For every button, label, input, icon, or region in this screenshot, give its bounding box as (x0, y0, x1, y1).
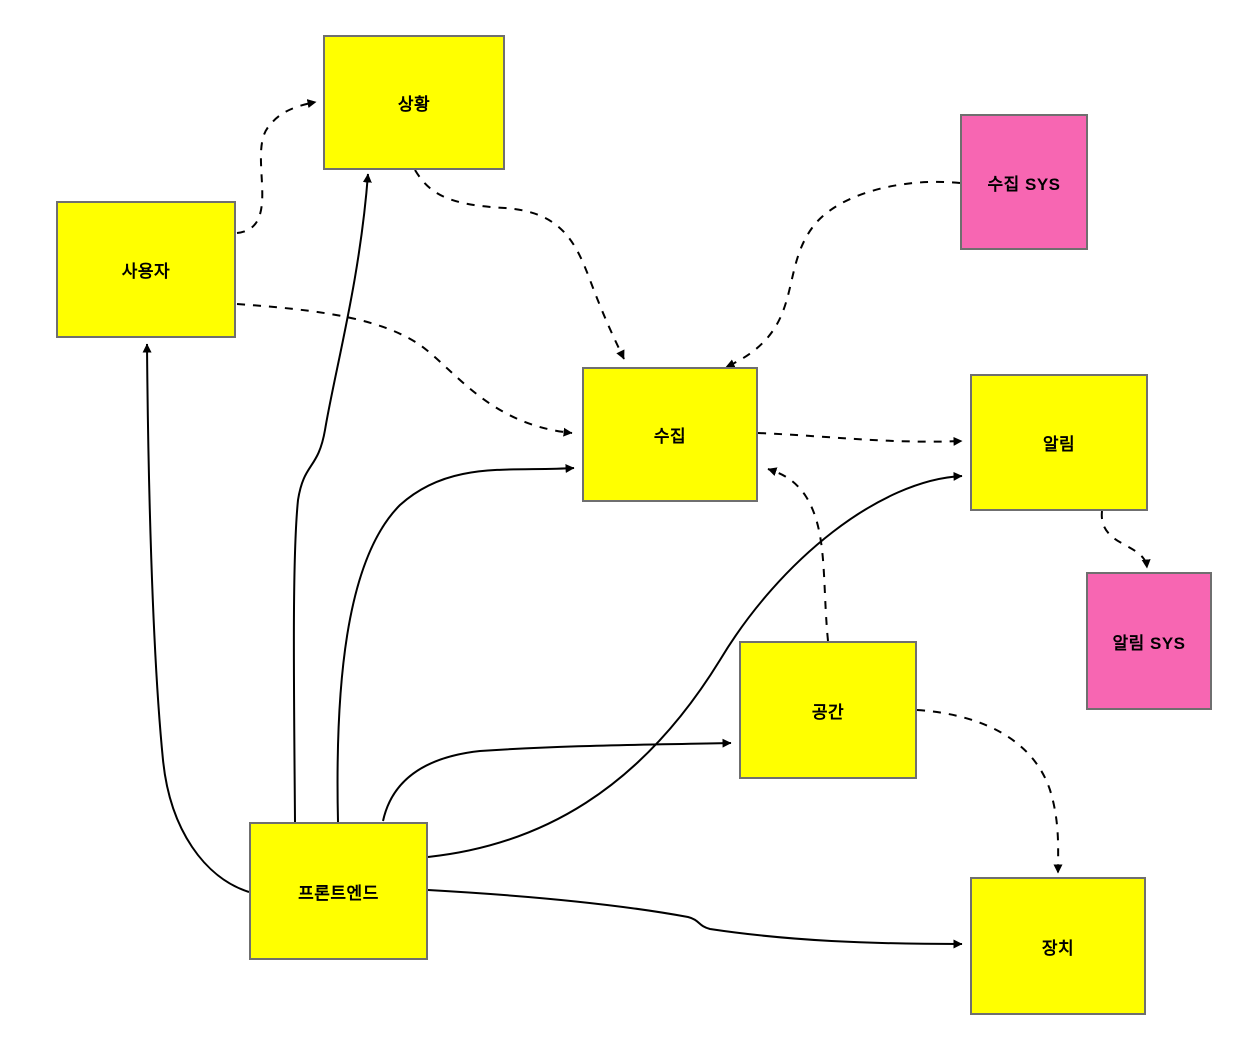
node-user-label: 사용자 (121, 262, 171, 281)
node-device: 장치 (970, 877, 1146, 1015)
node-collect: 수집 (582, 367, 758, 502)
node-user: 사용자 (56, 201, 236, 338)
node-space-label: 공간 (811, 702, 845, 722)
node-space: 공간 (739, 641, 917, 779)
node-collect-sys-label: 수집 SYS (987, 174, 1061, 194)
edge-collect-to-alert (757, 432, 963, 446)
edge-space-to-collect (767, 467, 829, 642)
edge-frontend-to-collect (336, 464, 575, 823)
node-alert: 알림 (970, 374, 1148, 511)
edge-frontend-to-device (427, 889, 963, 949)
edge-user-to-collect (236, 303, 573, 437)
edge-frontend-to-alert (427, 471, 963, 858)
edge-space-to-device (916, 709, 1063, 874)
edge-situation-to-collect (414, 169, 625, 360)
node-situation: 상황 (323, 35, 505, 170)
node-collect-sys: 수집 SYS (960, 114, 1088, 250)
edge-user-to-situation (236, 99, 317, 234)
node-frontend-label: 프론트엔드 (298, 883, 379, 903)
node-alert-sys: 알림 SYS (1086, 572, 1212, 710)
edge-frontend-to-user (142, 343, 250, 893)
node-situation-label: 상황 (397, 95, 431, 114)
edge-collect-sys-to-collect (725, 180, 961, 368)
edge-frontend-to-space (382, 738, 732, 822)
node-collect-label: 수집 (653, 427, 687, 446)
edge-alert-to-alert-sys (1100, 510, 1151, 569)
node-alert-sys-label: 알림 SYS (1112, 633, 1186, 653)
node-device-label: 장치 (1041, 938, 1075, 958)
node-alert-label: 알림 (1042, 435, 1076, 454)
node-frontend: 프론트엔드 (249, 822, 428, 960)
edge-frontend-to-situation (292, 173, 372, 823)
